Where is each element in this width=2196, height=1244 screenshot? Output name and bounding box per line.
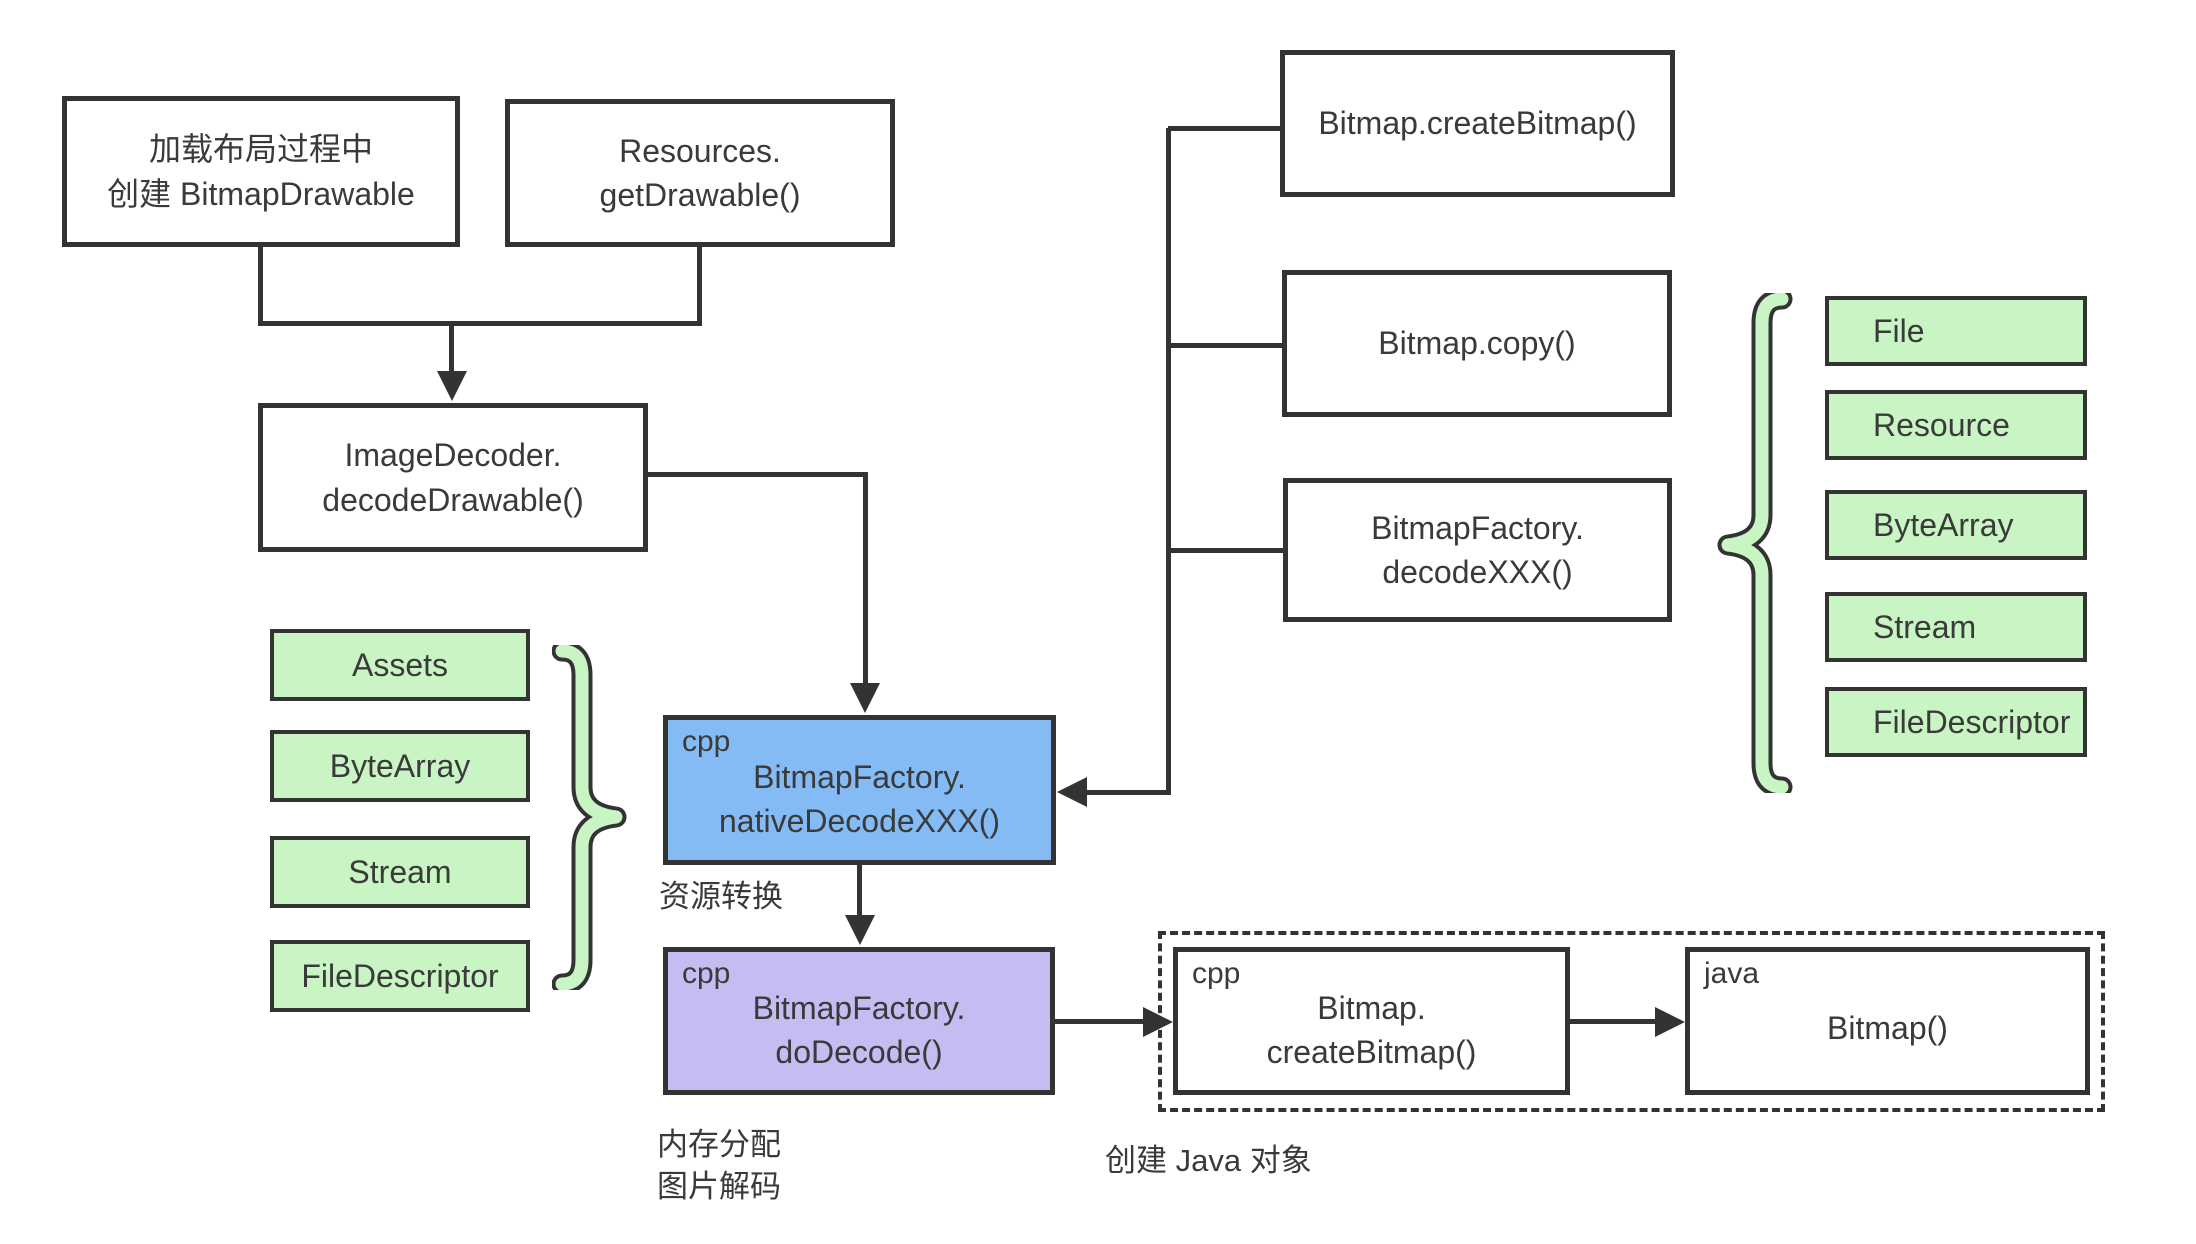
node-resources-getdrawable: Resources. getDrawable() — [505, 99, 895, 247]
connector-merge-horizontal — [258, 321, 702, 326]
source-filedescriptor-left: FileDescriptor — [270, 940, 530, 1012]
node-cpp-createbitmap-line1: Bitmap. — [1317, 989, 1426, 1026]
node-bitmapfactory-decodexxx: BitmapFactory. decodeXXX() — [1283, 478, 1672, 622]
node-imagedecoder-line1: ImageDecoder. — [344, 437, 562, 474]
caption-memory-alloc: 内存分配图片解码 — [657, 1124, 781, 1208]
node-cpp-createbitmap-lang-tag: cpp — [1192, 957, 1241, 990]
node-cpp-createbitmap: cpp Bitmap. createBitmap() — [1173, 947, 1570, 1095]
source-bytearray-left: ByteArray — [270, 730, 530, 802]
source-assets: Assets — [270, 629, 530, 701]
node-load-layout-line2: 创建 BitmapDrawable — [107, 175, 415, 212]
node-imagedecoder-line2: decodeDrawable() — [322, 481, 584, 518]
source-assets-label: Assets — [351, 646, 449, 683]
connector-to-imagedecoder — [449, 323, 454, 375]
node-resources-line2: getDrawable() — [599, 177, 801, 213]
connector-cppcreate-to-java — [1570, 1019, 1657, 1024]
arrowhead-into-nativedecode-top — [850, 683, 880, 713]
source-stream-left-label: Stream — [348, 853, 452, 890]
node-nativedecode-line1: BitmapFactory. — [753, 758, 966, 795]
arrowhead-into-dodecode — [845, 915, 875, 945]
source-stream-right-label: Stream — [1873, 608, 1977, 645]
node-cpp-createbitmap-line2: createBitmap() — [1266, 1034, 1477, 1070]
connector-trunk-vertical — [1166, 128, 1171, 795]
node-bitmapfactory-decodexxx-line2: decodeXXX() — [1382, 554, 1573, 590]
node-nativedecode-lang-tag: cpp — [682, 725, 731, 758]
node-load-layout: 加载布局过程中 创建 BitmapDrawable — [62, 96, 460, 247]
right-sources-brace — [1717, 293, 1793, 793]
caption-resource-convert: 资源转换 — [659, 879, 783, 914]
connector-stub-createbitmap — [1168, 126, 1280, 131]
connector-resources-down — [697, 247, 702, 326]
left-sources-brace — [552, 645, 627, 990]
source-bytearray-left-label: ByteArray — [329, 747, 471, 784]
arrowhead-into-javabitmap — [1655, 1007, 1685, 1037]
java-object-group — [1158, 931, 2105, 1112]
node-dodecode-line1: BitmapFactory. — [752, 989, 966, 1026]
node-java-bitmap-lang-tag: java — [1704, 957, 1760, 990]
caption-memory-alloc-line1: 内存分配 — [657, 1127, 781, 1162]
node-bitmapfactory-decodexxx-line1: BitmapFactory. — [1371, 509, 1584, 546]
source-bytearray-right: ByteArray — [1825, 490, 2087, 560]
source-filedescriptor-left-label: FileDescriptor — [301, 957, 499, 994]
node-bitmap-copy: Bitmap.copy() — [1282, 270, 1672, 417]
node-dodecode-lang-tag: cpp — [682, 957, 731, 990]
connector-dodecode-to-cppcreate — [1053, 1019, 1145, 1024]
node-bitmap-copy-label: Bitmap.copy() — [1378, 325, 1576, 362]
arrowhead-into-imagedecoder — [437, 371, 467, 401]
caption-create-java-object: 创建 Java 对象 — [1105, 1143, 1312, 1178]
source-bytearray-right-label: ByteArray — [1873, 506, 2014, 543]
node-dodecode: cpp BitmapFactory. doDecode() — [663, 947, 1055, 1095]
connector-imagedecoder-down — [863, 472, 868, 686]
connector-native-to-dodecode — [857, 865, 862, 917]
node-imagedecoder: ImageDecoder. decodeDrawable() — [258, 403, 648, 552]
node-bitmap-createbitmap-label: Bitmap.createBitmap() — [1318, 105, 1637, 142]
node-resources-line1: Resources. — [619, 132, 781, 169]
source-file: File — [1825, 296, 2087, 366]
node-nativedecode: cpp BitmapFactory. nativeDecodeXXX() — [663, 715, 1056, 865]
source-stream-left: Stream — [270, 836, 530, 908]
source-file-label: File — [1873, 312, 1925, 349]
node-dodecode-line2: doDecode() — [775, 1034, 943, 1070]
arrowhead-into-nativedecode-right — [1057, 777, 1087, 807]
source-resource: Resource — [1825, 390, 2087, 460]
node-load-layout-line1: 加载布局过程中 — [148, 131, 373, 168]
caption-image-decode-line2: 图片解码 — [657, 1169, 781, 1204]
connector-load-layout-down — [258, 246, 263, 326]
node-nativedecode-line2: nativeDecodeXXX() — [718, 803, 1001, 839]
source-stream-right: Stream — [1825, 592, 2087, 662]
node-java-bitmap-label: Bitmap() — [1827, 1009, 1948, 1046]
source-filedescriptor-right-label: FileDescriptor — [1873, 703, 2071, 740]
connector-stub-copy — [1168, 343, 1282, 348]
connector-trunk-to-nativedecode — [1085, 790, 1168, 795]
node-java-bitmap: java Bitmap() — [1685, 947, 2090, 1095]
source-filedescriptor-right: FileDescriptor — [1825, 687, 2087, 757]
node-bitmap-createbitmap: Bitmap.createBitmap() — [1280, 50, 1675, 197]
connector-imagedecoder-right — [648, 472, 868, 477]
source-resource-label: Resource — [1873, 406, 2010, 443]
connector-stub-decodexxx — [1168, 548, 1283, 553]
